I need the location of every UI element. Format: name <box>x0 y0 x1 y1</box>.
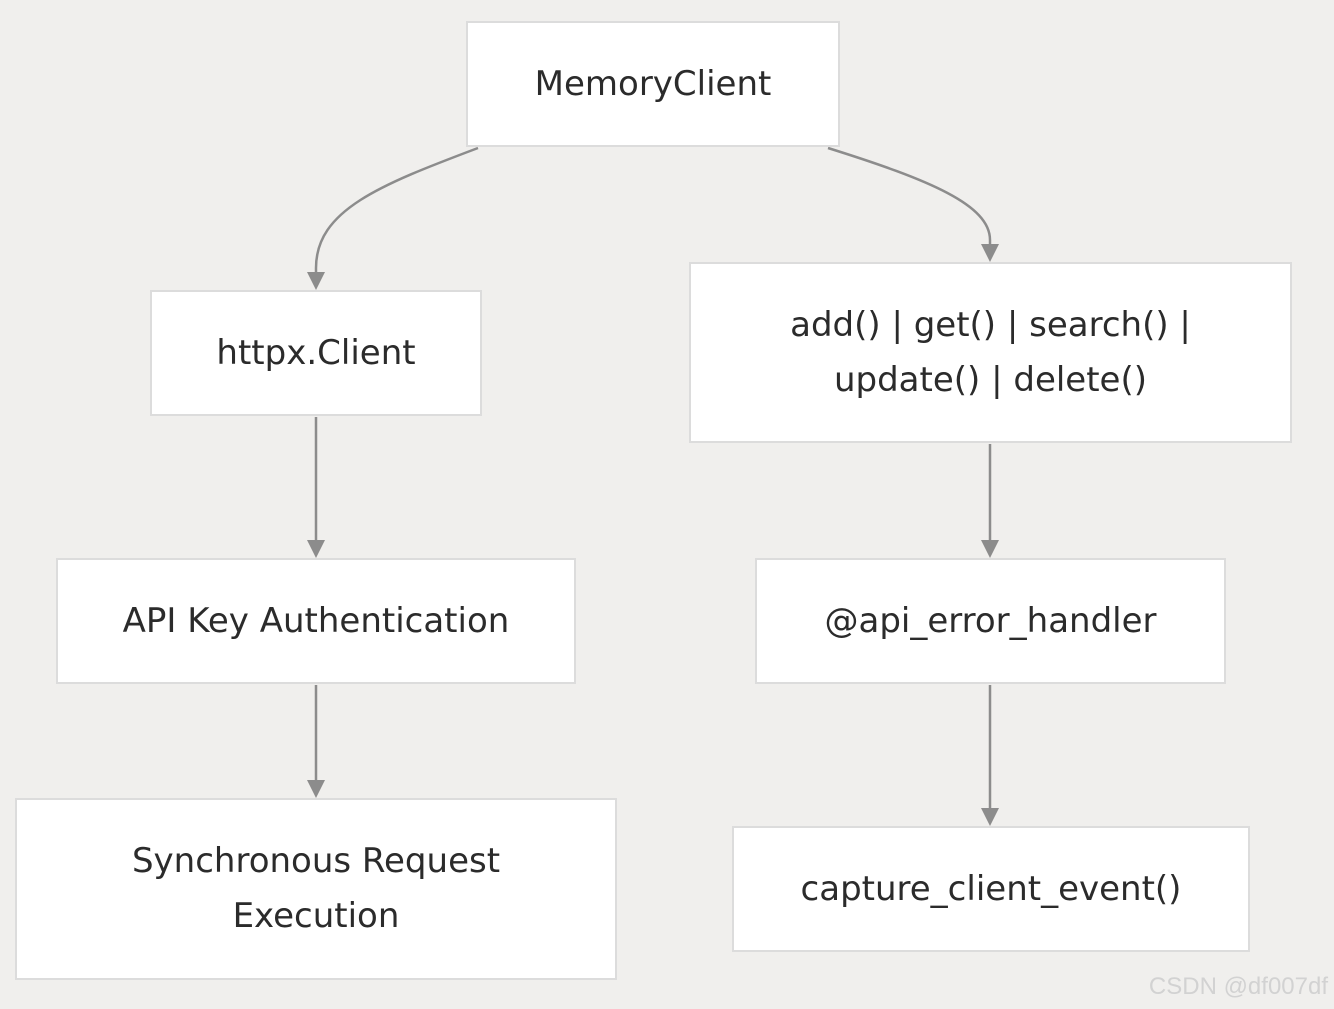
arrowhead-methods <box>981 244 999 262</box>
node-client-methods-line2: update() | delete() <box>833 359 1148 400</box>
node-sync-line2: Execution <box>232 896 400 936</box>
arrowhead-apikey <box>307 540 325 558</box>
node-client-methods-line1: add() | get() | search() | <box>790 304 1191 345</box>
node-memory-client: MemoryClient <box>466 21 840 147</box>
edge-memoryclient-httpx <box>314 146 479 274</box>
node-capture-client-event-label: capture_client_event() <box>800 868 1182 909</box>
arrowhead-handler <box>981 540 999 558</box>
node-httpx-client-label: httpx.Client <box>216 332 416 373</box>
node-synchronous-request-execution-label: Synchronous Request Execution <box>132 834 500 944</box>
arrowhead-httpx <box>307 272 325 290</box>
node-api-key-authentication: API Key Authentication <box>56 558 576 684</box>
node-client-methods: add() | get() | search() | update() | de… <box>689 262 1292 443</box>
node-client-methods-label: add() | get() | search() | update() | de… <box>790 298 1191 408</box>
node-synchronous-request-execution: Synchronous Request Execution <box>15 798 617 980</box>
arrowhead-capture <box>981 808 999 826</box>
node-memory-client-label: MemoryClient <box>534 63 772 104</box>
watermark: CSDN @df007df <box>1148 973 1328 1000</box>
node-sync-line1: Synchronous Request <box>131 841 501 881</box>
node-httpx-client: httpx.Client <box>150 290 482 416</box>
node-api-error-handler-label: @api_error_handler <box>824 600 1157 641</box>
arrowhead-sync <box>307 780 325 798</box>
node-capture-client-event: capture_client_event() <box>732 826 1250 952</box>
node-api-error-handler: @api_error_handler <box>755 558 1226 684</box>
edge-memoryclient-methods <box>827 146 992 246</box>
node-api-key-authentication-label: API Key Authentication <box>122 600 510 641</box>
